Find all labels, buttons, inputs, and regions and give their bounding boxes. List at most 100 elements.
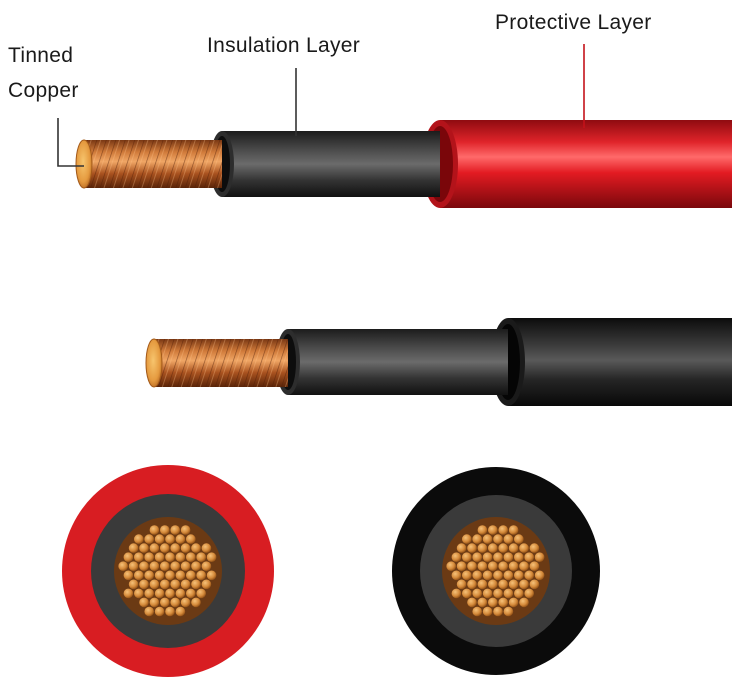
copper-strand [456, 561, 467, 571]
copper-strand [462, 570, 472, 581]
copper-strand [462, 588, 472, 599]
copper-strand [139, 579, 149, 590]
copper-strand [196, 570, 206, 581]
copper-strand [175, 588, 186, 599]
copper-strand [519, 579, 529, 590]
red-cable-insulation-layer [210, 131, 440, 197]
copper-strand [170, 561, 180, 571]
copper-strand [534, 552, 545, 562]
copper-strand [524, 588, 534, 599]
copper-strand [180, 579, 191, 590]
black-protective-layer [491, 318, 732, 406]
copper-strand [144, 570, 154, 581]
copper-strand [488, 561, 498, 571]
copper-strand [160, 525, 170, 535]
copper-strand [123, 570, 134, 581]
copper-strand [186, 588, 196, 599]
black-cross-section-copper-strands [446, 525, 545, 617]
copper-strand [477, 561, 488, 571]
copper-strand [154, 606, 165, 617]
copper-strand [498, 579, 509, 590]
copper-strand [451, 570, 462, 581]
copper-strand [149, 525, 160, 535]
copper-strand [467, 561, 477, 571]
copper-strand [503, 588, 514, 599]
copper-strand [514, 552, 524, 562]
copper-strand [472, 570, 483, 581]
copper-strand [134, 534, 144, 544]
copper-strand [482, 570, 493, 581]
copper-strand [154, 534, 165, 544]
copper-strand [201, 543, 212, 553]
copper-strand [165, 534, 175, 544]
copper-strand [477, 579, 488, 590]
copper-strand [154, 570, 165, 581]
copper-strand [508, 597, 519, 608]
copper-strand [175, 552, 186, 562]
copper-strand [472, 552, 483, 562]
copper-strand [175, 606, 186, 617]
protective-layer-label: Protective Layer [495, 11, 652, 34]
copper-strand [134, 552, 144, 562]
copper-strand [118, 561, 128, 571]
copper-strand [519, 597, 529, 608]
copper-strand [503, 570, 514, 581]
copper-strand [175, 534, 186, 544]
copper-strand [196, 552, 206, 562]
copper-strand [493, 570, 503, 581]
copper-strand [529, 543, 540, 553]
copper-strand [149, 579, 160, 590]
copper-strand [170, 543, 180, 553]
copper-strand [165, 606, 175, 617]
copper-strand [498, 597, 509, 608]
copper-strand [467, 543, 477, 553]
copper-strand [488, 579, 498, 590]
copper-strand [123, 588, 134, 599]
copper-strand [180, 597, 191, 608]
tinned-copper-label-line2: Copper [8, 79, 79, 102]
copper-strand [170, 525, 180, 535]
copper-strand [524, 552, 534, 562]
copper-strand [186, 552, 196, 562]
copper-strand [488, 597, 498, 608]
copper-strand [191, 597, 201, 608]
copper-strand [170, 579, 180, 590]
label-tinned-copper: Tinned Copper [8, 44, 84, 167]
copper-strand [493, 534, 503, 544]
copper-strand [477, 543, 488, 553]
insulation-layer-label: Insulation Layer [207, 34, 360, 57]
tinned-copper-leader-line [57, 118, 84, 167]
copper-strand [186, 570, 196, 581]
red-protective-layer [422, 120, 732, 208]
copper-strand [519, 543, 529, 553]
copper-strand [482, 588, 493, 599]
copper-strand [160, 543, 170, 553]
label-protective-layer: Protective Layer [495, 11, 652, 128]
red-cable-copper-core [75, 139, 222, 189]
black-cable-copper-core [145, 338, 288, 388]
copper-strand [160, 597, 170, 608]
copper-strand [446, 561, 457, 571]
copper-strand [498, 543, 509, 553]
copper-strand [514, 534, 524, 544]
copper-strand [451, 552, 462, 562]
tinned-copper-label-line1: Tinned [8, 44, 73, 67]
copper-strand [206, 570, 217, 581]
copper-strand [493, 552, 503, 562]
copper-strand [160, 579, 170, 590]
copper-strand [508, 543, 519, 553]
copper-strand [128, 561, 139, 571]
copper-strand [488, 525, 498, 535]
copper-strand [123, 552, 134, 562]
copper-strand [139, 561, 149, 571]
copper-strand [149, 543, 160, 553]
copper-strand [503, 534, 514, 544]
copper-strand [482, 552, 493, 562]
copper-strand [191, 543, 201, 553]
copper-strand [472, 606, 483, 617]
copper-strand [503, 552, 514, 562]
copper-strand [524, 570, 534, 581]
copper-strand [498, 561, 509, 571]
copper-strand [508, 525, 519, 535]
